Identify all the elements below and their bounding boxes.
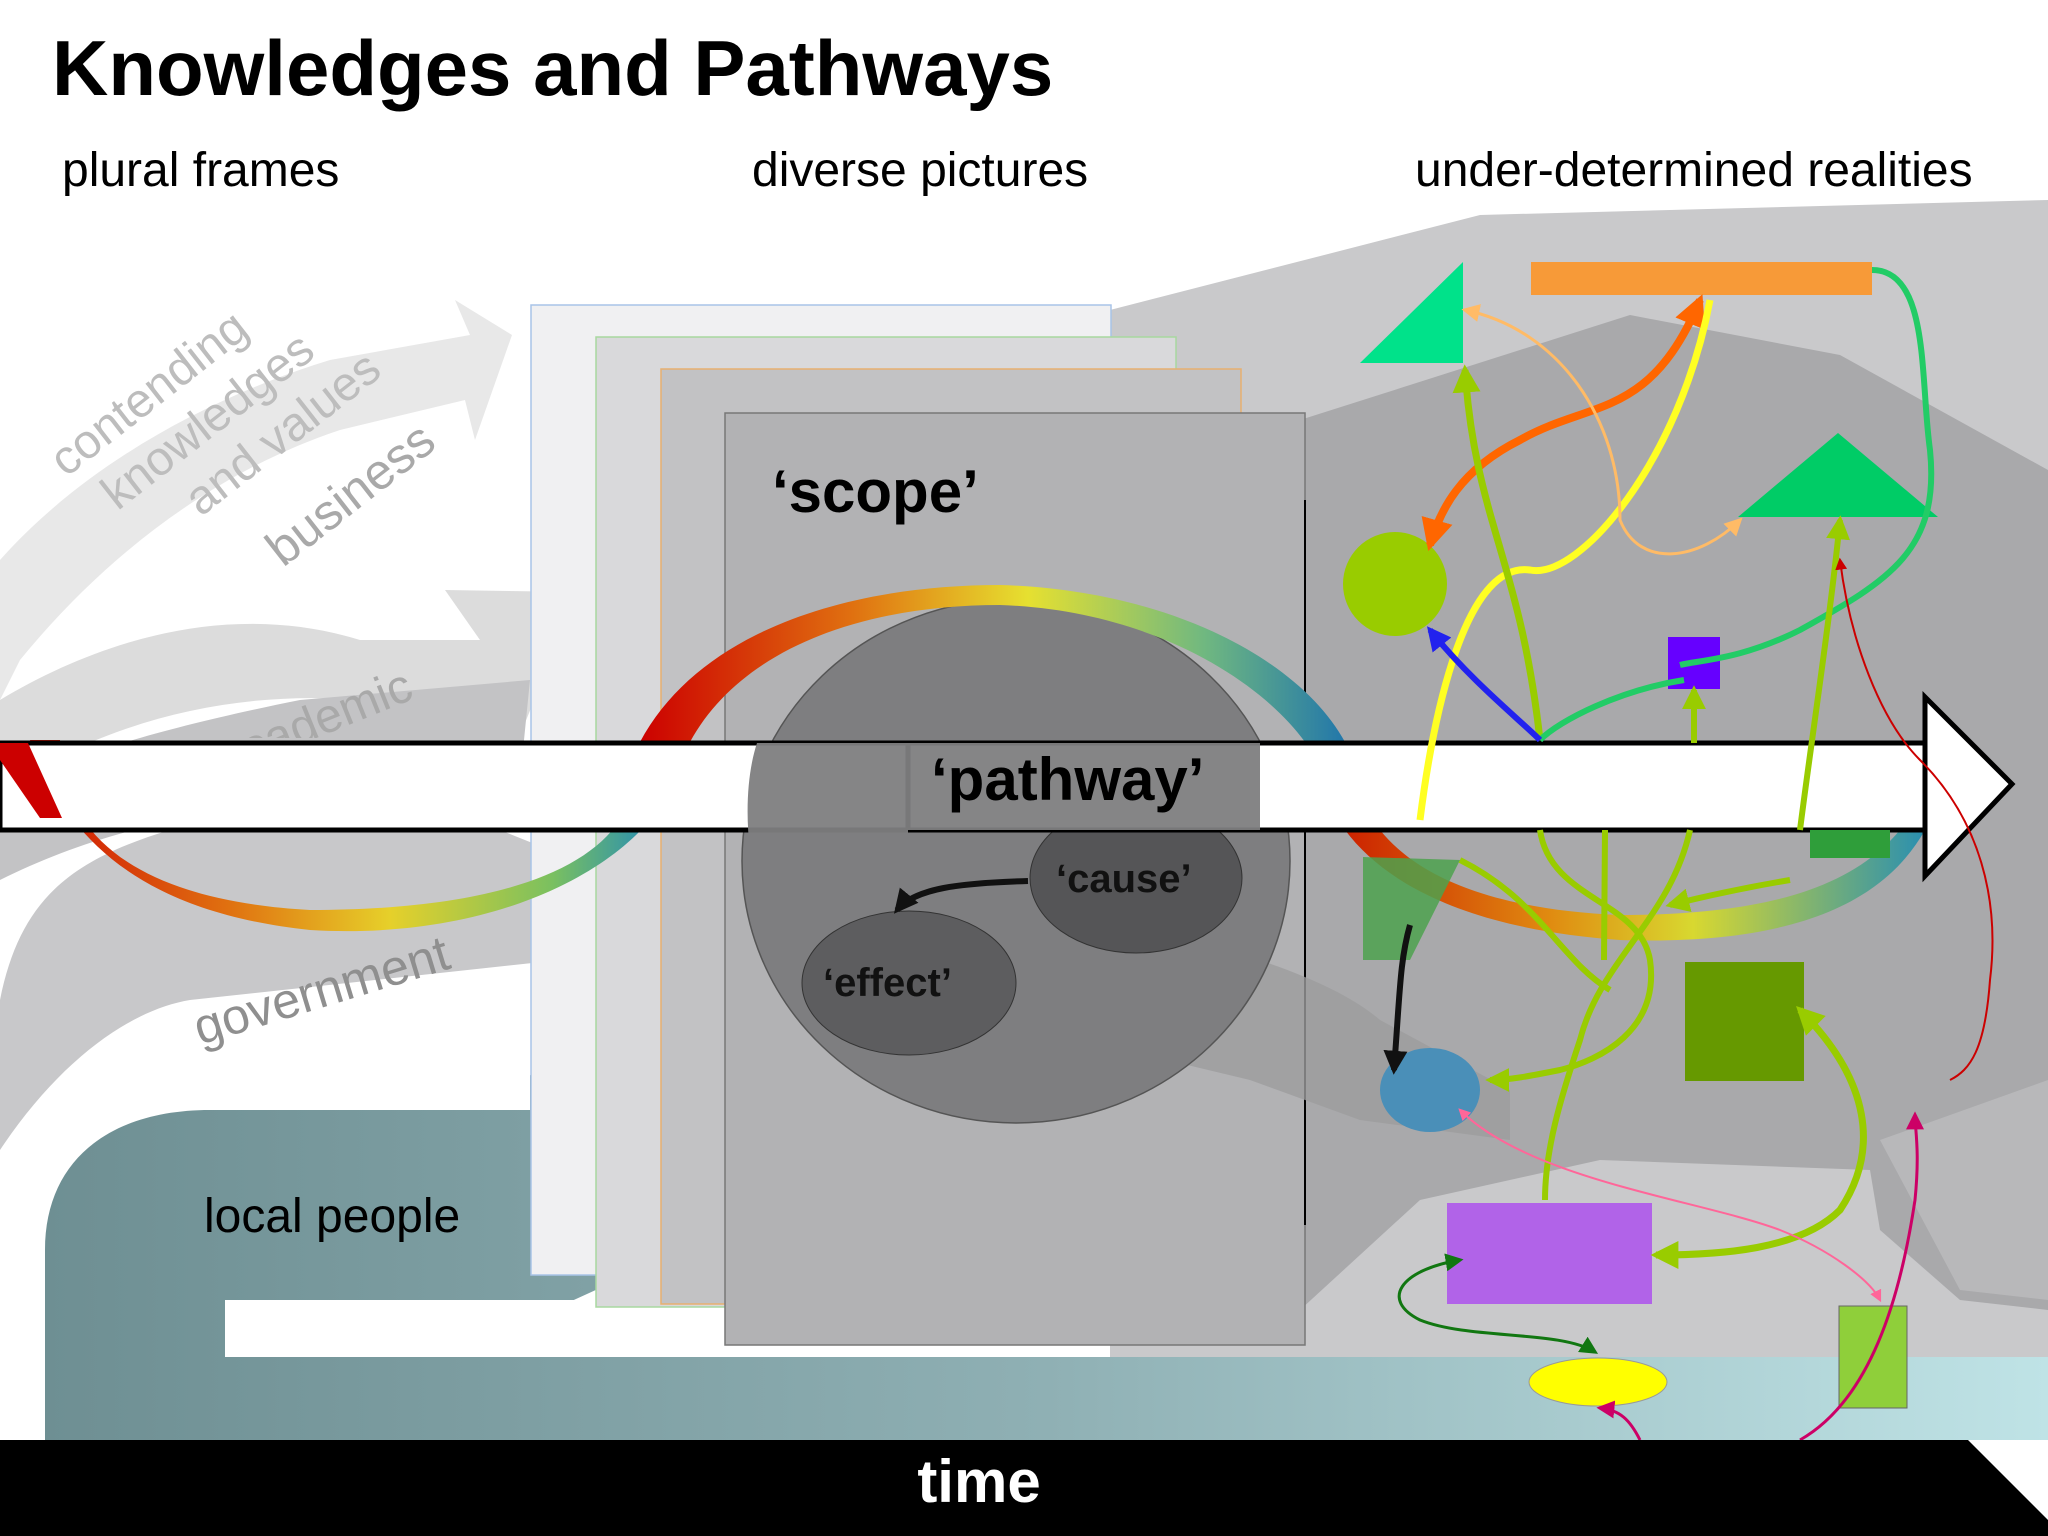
- orange-bar: [1531, 262, 1872, 295]
- green-square: [1685, 962, 1804, 1081]
- academic-stream: [0, 590, 578, 790]
- heading-plural-frames: plural frames: [62, 144, 339, 197]
- rainbow-arc-top: [640, 585, 1345, 742]
- local-people-label: local people: [204, 1190, 460, 1243]
- reality-arrows: [1383, 267, 1994, 1442]
- pathway-label: ‘pathway’: [931, 746, 1204, 813]
- rainbow-loop-left: [0, 740, 650, 932]
- local-stream-gap: [225, 1300, 745, 1352]
- rainbow-left-end: [0, 743, 62, 818]
- heading-diverse-pictures: diverse pictures: [752, 144, 1088, 197]
- purple-rect: [1447, 1203, 1652, 1304]
- green-triangle-right: [1738, 433, 1938, 517]
- green-triangle-mid: [1363, 857, 1460, 960]
- scope-label: ‘scope’: [772, 458, 979, 525]
- time-bar: [0, 1440, 2048, 1536]
- contending-stream: [0, 300, 512, 700]
- rainbow-loop-right: [1345, 830, 1925, 941]
- page-title: Knowledges and Pathways: [52, 24, 1053, 112]
- scope-circle-overlap: [747, 743, 1260, 850]
- dark-green-shape: [1810, 830, 1890, 858]
- cause-effect-arrow: [893, 878, 1029, 914]
- time-label: time: [917, 1448, 1040, 1515]
- lime-circle: [1343, 532, 1447, 636]
- effect-label: ‘effect’: [823, 961, 952, 1005]
- cause-label: ‘cause’: [1056, 857, 1192, 901]
- yellow-ellipse: [1528, 1357, 1668, 1407]
- reality-ridge-shape: [1880, 1080, 2048, 1300]
- heading-under-determined: under-determined realities: [1415, 144, 1973, 197]
